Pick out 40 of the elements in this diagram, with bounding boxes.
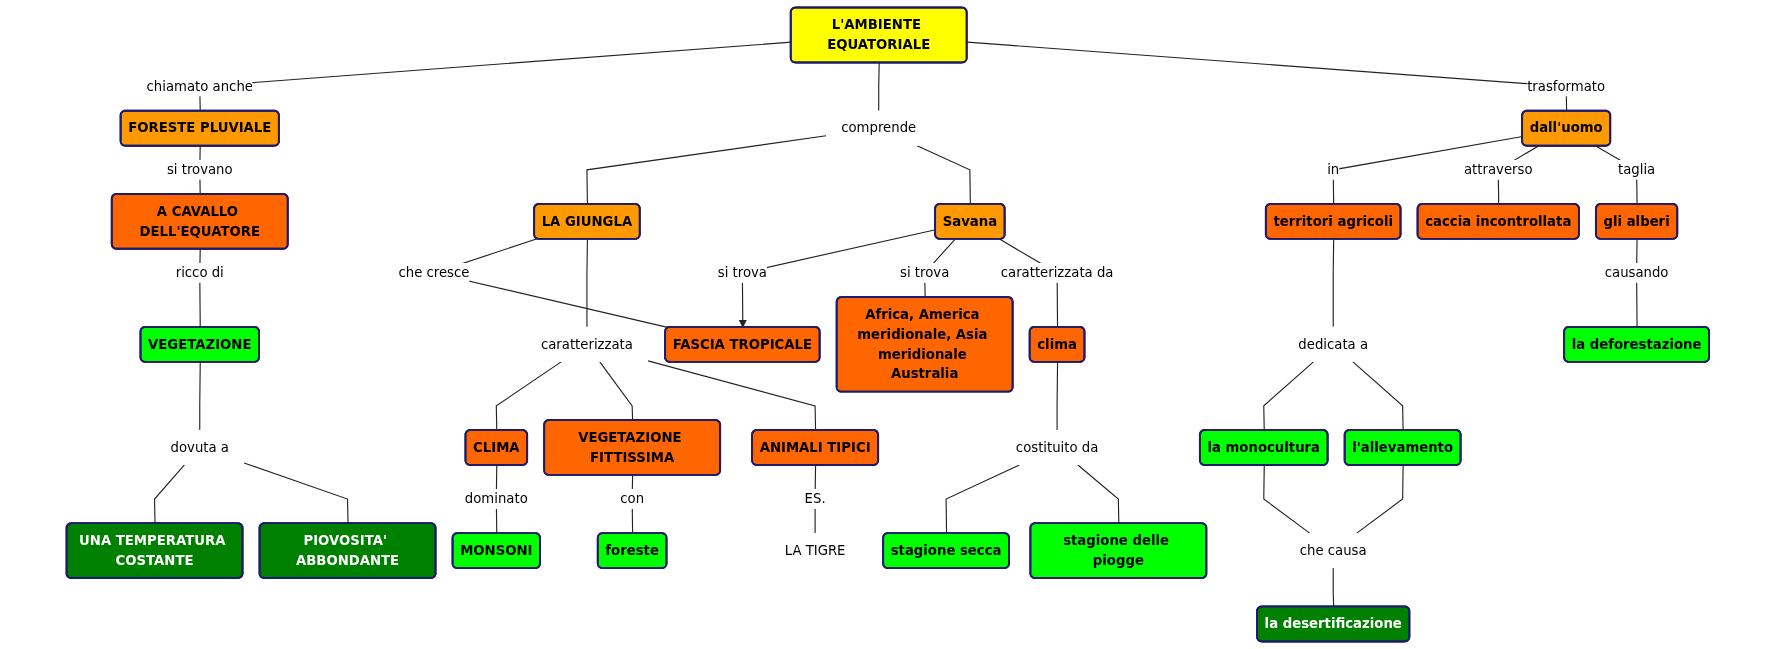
node-text: dovuta a	[170, 439, 229, 455]
connector	[153, 464, 185, 525]
connector	[1262, 464, 1310, 534]
connector	[243, 462, 349, 525]
edge-label: con	[619, 491, 644, 507]
node-text: LA TIGRE	[784, 542, 846, 558]
edge-label: caratterizzata da	[1000, 264, 1114, 281]
edge-label: che cresce	[398, 264, 470, 281]
node-text: dedicata a	[1298, 336, 1368, 352]
edge-label: attraverso	[1463, 161, 1533, 177]
connector	[1332, 567, 1334, 608]
edge-label: ES.	[804, 491, 826, 507]
edge-label: in	[1326, 161, 1339, 177]
node-text: che causa	[1299, 542, 1367, 558]
edge-label: si trovano	[166, 161, 233, 177]
edge-label: trasformato	[1526, 78, 1605, 94]
node-text: costituito da	[1015, 439, 1098, 455]
edge-label: chiamato anche	[146, 78, 253, 94]
connector	[877, 62, 880, 112]
edge-label: si trova	[717, 264, 767, 281]
connector	[1077, 464, 1120, 525]
connector	[586, 238, 588, 328]
connector	[1355, 464, 1404, 534]
edge-label: ricco di	[175, 264, 224, 281]
connector	[598, 361, 633, 422]
connector	[1056, 361, 1058, 431]
edge-label: causando	[1604, 264, 1669, 281]
connector	[198, 361, 201, 431]
connector	[916, 145, 971, 205]
edge-label: taglia	[1617, 161, 1655, 177]
node-text: caratterizzata	[540, 336, 633, 352]
edge-label: si trova	[899, 264, 949, 281]
connector	[586, 135, 827, 205]
connector	[1332, 238, 1334, 328]
connector	[966, 41, 1567, 112]
edge-label: dominato	[464, 491, 528, 507]
connector	[814, 464, 816, 534]
connector	[631, 474, 633, 535]
connector	[945, 464, 1020, 535]
node-text: comprende	[840, 120, 916, 136]
